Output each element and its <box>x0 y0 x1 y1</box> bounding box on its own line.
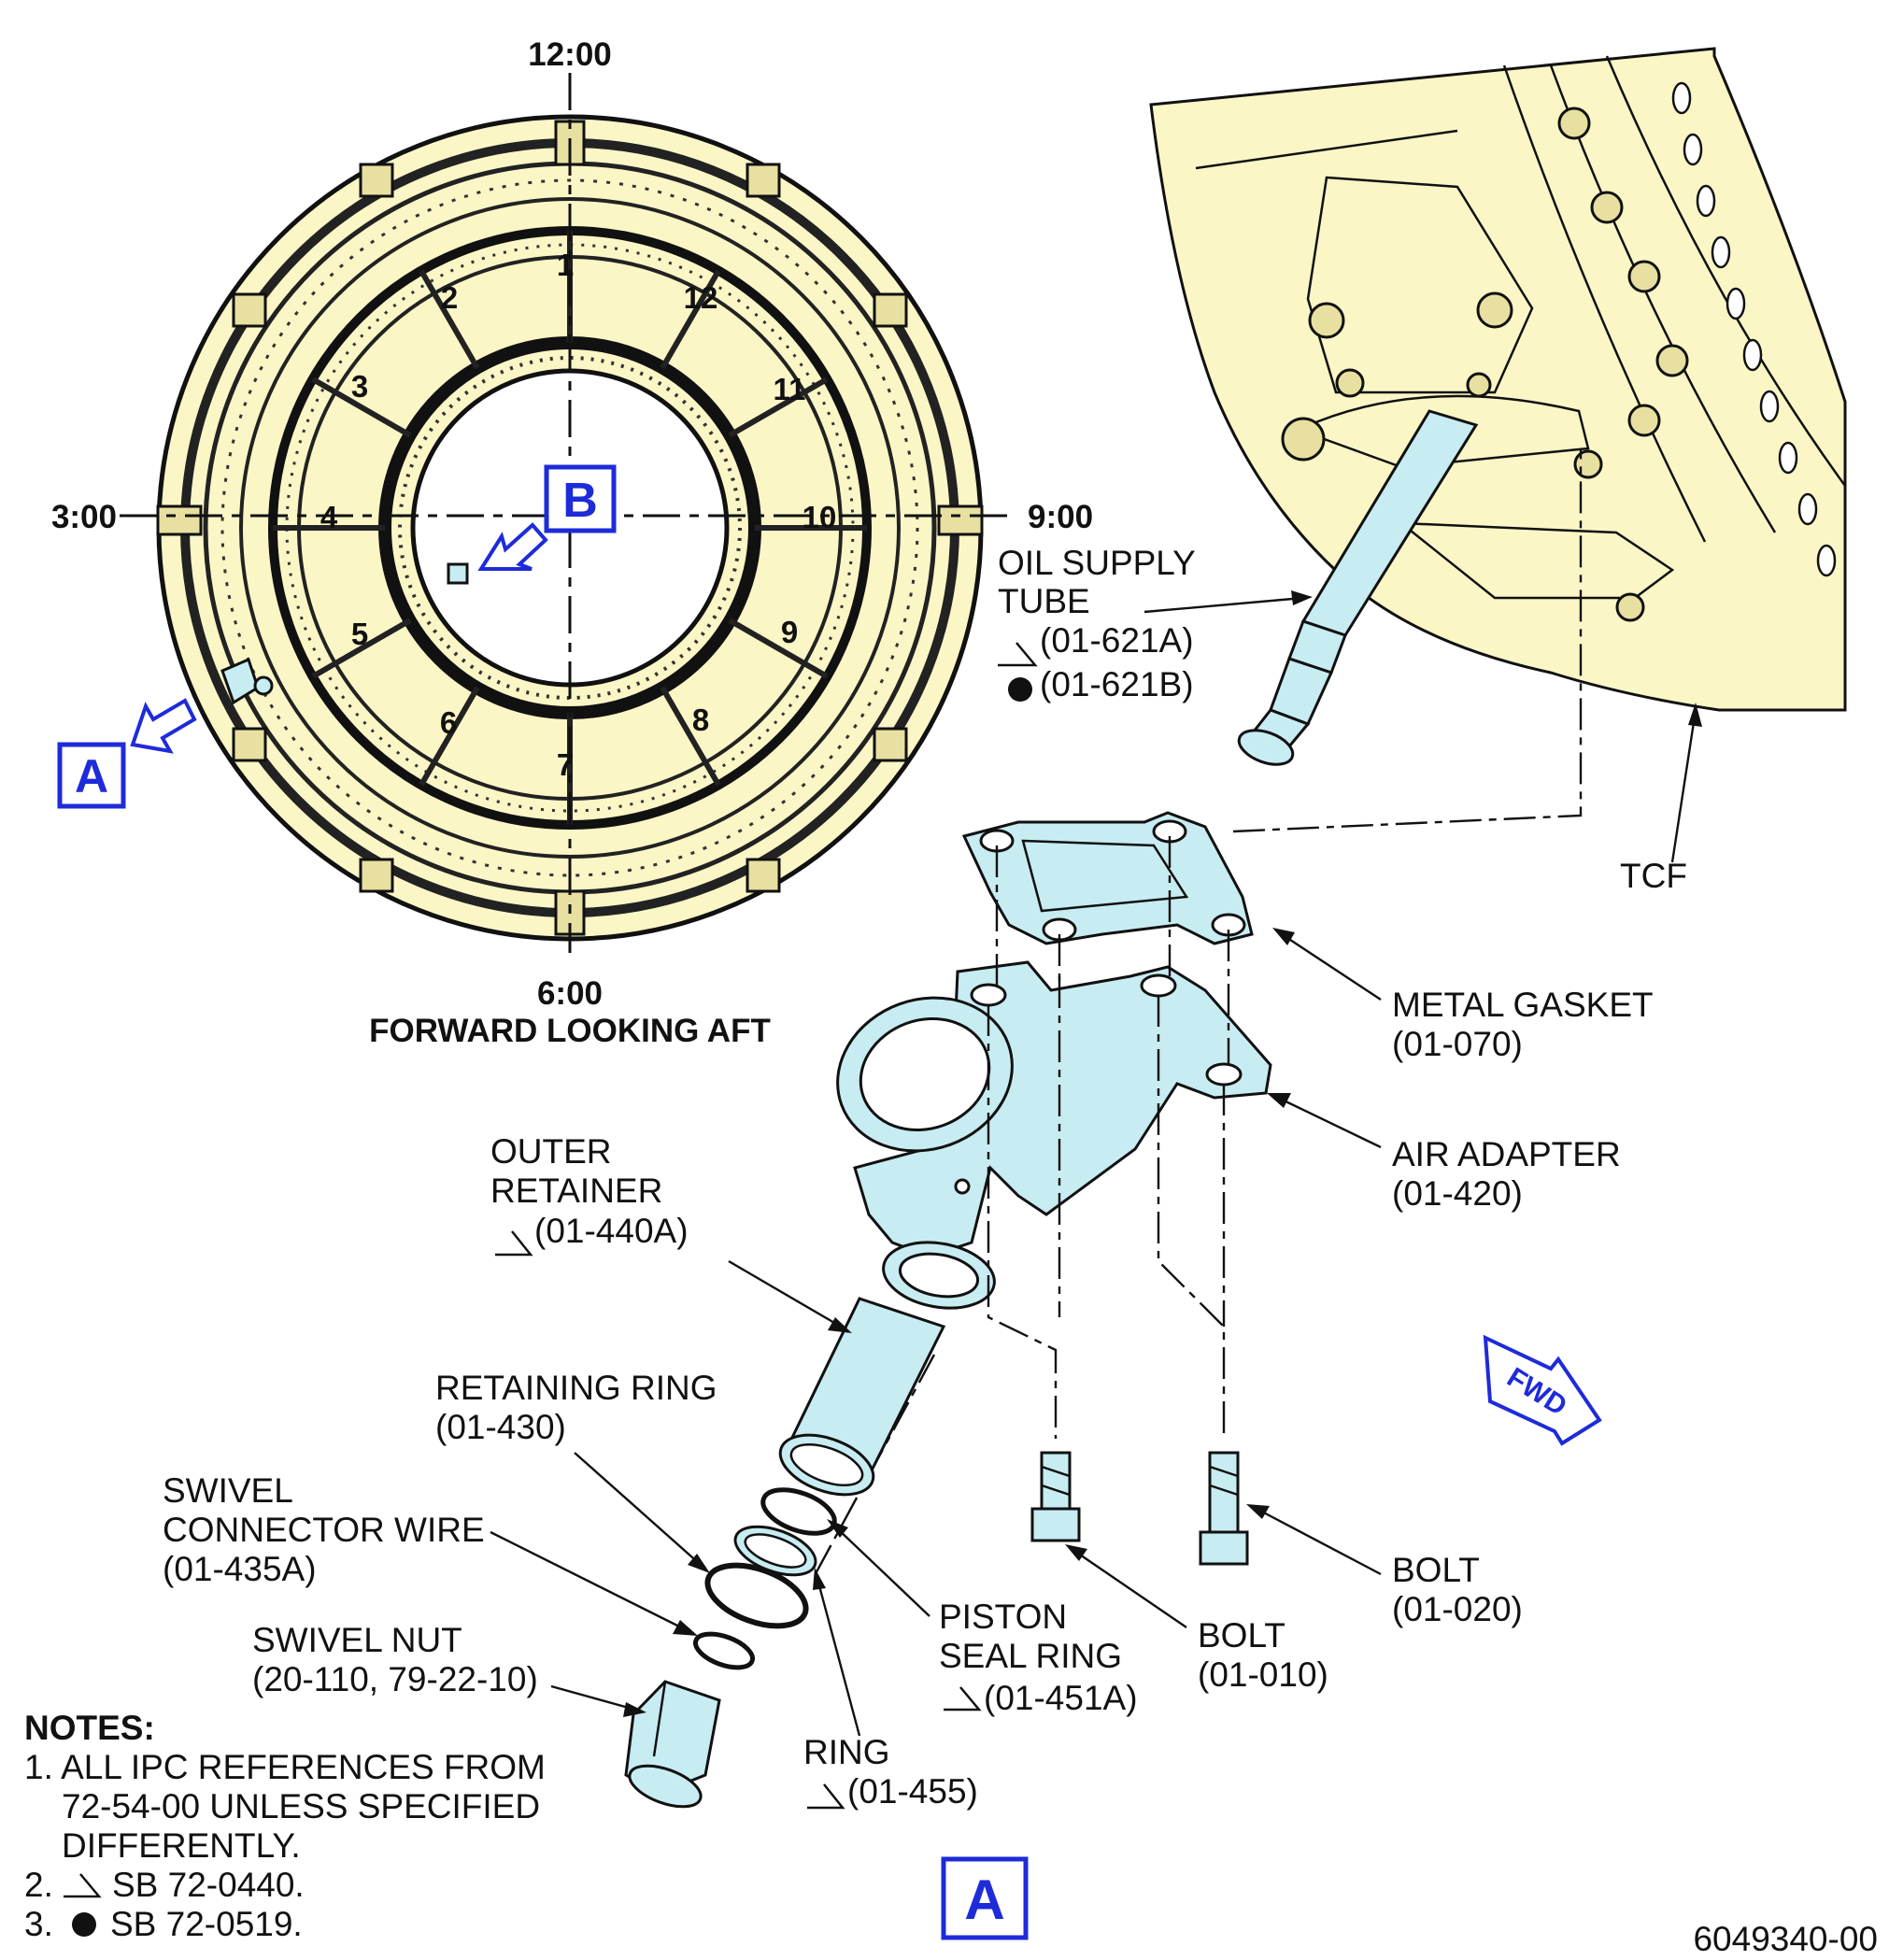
view-b-arrow-icon <box>477 522 548 571</box>
view-caption: FORWARD LOOKING AFT <box>369 1013 771 1049</box>
vane-number-6: 6 <box>440 705 457 740</box>
vane-number-7: 7 <box>557 747 574 782</box>
notes-heading: NOTES: <box>24 1709 155 1747</box>
swivel-connector-wire-label-line2: CONNECTOR WIRE <box>163 1511 485 1549</box>
swivel-nut-ref: (20-110, 79-22-10) <box>252 1660 538 1698</box>
oil-supply-tube-label-line2: TUBE <box>998 582 1090 620</box>
retaining-ring <box>704 1562 809 1629</box>
vane-number-1: 1 <box>557 248 574 282</box>
sb-0519-symbol-icon <box>1008 677 1032 702</box>
oil-supply-tube-label-line1: OIL SUPPLY <box>998 544 1196 582</box>
bolt-01-020-ref: (01-020) <box>1392 1590 1523 1628</box>
swivel-connector-wire <box>692 1631 756 1670</box>
outer-retainer <box>778 1297 946 1497</box>
detail-a-title-label: A <box>964 1868 1004 1931</box>
note-1-line2: 72-54-00 UNLESS SPECIFIED <box>62 1787 540 1825</box>
air-adapter-label: AIR ADAPTER <box>1392 1135 1621 1173</box>
vane-number-10: 10 <box>802 500 837 534</box>
view-b-marker-label: B <box>562 474 598 528</box>
metal-gasket <box>961 811 1254 945</box>
note-2-number: 2. <box>24 1866 53 1904</box>
note-2-text: SB 72-0440. <box>112 1866 305 1904</box>
tcf-label: TCF <box>1620 857 1687 895</box>
tcf-structure <box>1149 47 1847 712</box>
clock-label-12: 12:00 <box>528 36 612 73</box>
oil-supply-tube <box>1237 409 1479 766</box>
sb-0519-symbol-icon-2 <box>72 1912 96 1937</box>
bolt-01-010-label: BOLT <box>1198 1616 1285 1655</box>
piston-seal-ring-label-line2: SEAL RING <box>939 1637 1122 1675</box>
view-a-marker[interactable]: A <box>57 742 126 809</box>
bolt-01-010-ref: (01-010) <box>1198 1655 1328 1694</box>
swivel-nut-label: SWIVEL NUT <box>252 1621 462 1659</box>
air-adapter-ref: (01-420) <box>1392 1174 1523 1213</box>
detail-a-title: A <box>941 1856 1029 1940</box>
sb-0440-symbol-icon-5 <box>64 1873 102 1898</box>
bolt-01-010 <box>1030 1451 1081 1542</box>
clock-label-6: 6:00 <box>537 975 603 1012</box>
outer-retainer-label-line1: OUTER <box>490 1132 612 1171</box>
bolt-01-020-label: BOLT <box>1392 1551 1480 1589</box>
vane-number-12: 12 <box>684 280 718 315</box>
outer-retainer-label-line2: RETAINER <box>490 1172 662 1210</box>
swivel-connector-wire-label-line1: SWIVEL <box>163 1471 293 1510</box>
swivel-nut <box>624 1680 721 1809</box>
vane-number-5: 5 <box>351 617 368 651</box>
oil-supply-tube-ref-b: (01-621B) <box>1040 665 1194 703</box>
ring-label: RING <box>803 1733 890 1771</box>
note-3-text: SB 72-0519. <box>110 1905 303 1943</box>
piston-seal-ring-ref: (01-451A) <box>984 1679 1138 1717</box>
vane-number-8: 8 <box>692 703 709 737</box>
sb-0440-symbol-icon <box>998 642 1038 667</box>
sb-0440-symbol-icon-3 <box>944 1686 982 1711</box>
piston-seal-ring-label-line1: PISTON <box>939 1598 1067 1636</box>
air-adapter <box>836 960 1272 1310</box>
oil-supply-tube-ref-a: (01-621A) <box>1040 621 1194 660</box>
bolt-01-020 <box>1199 1451 1249 1566</box>
clock-label-3: 3:00 <box>51 499 117 535</box>
retaining-ring-label: RETAINING RING <box>435 1369 717 1407</box>
view-b-marker[interactable]: B <box>544 464 617 533</box>
retaining-ring-ref: (01-430) <box>435 1408 566 1446</box>
metal-gasket-label: METAL GASKET <box>1392 986 1654 1024</box>
note-1-line3: DIFFERENTLY. <box>62 1826 301 1865</box>
note-3-number: 3. <box>24 1905 53 1943</box>
vane-number-3: 3 <box>351 369 368 404</box>
ring-ref: (01-455) <box>847 1772 978 1811</box>
metal-gasket-ref: (01-070) <box>1392 1025 1523 1063</box>
view-a-arrow-icon <box>130 698 197 754</box>
clock-label-9: 9:00 <box>1028 499 1093 535</box>
sb-0440-symbol-icon-2 <box>495 1230 533 1257</box>
swivel-connector-wire-ref: (01-435A) <box>163 1550 317 1588</box>
view-a-marker-label: A <box>75 750 108 802</box>
note-1-line1: 1. ALL IPC REFERENCES FROM <box>24 1748 546 1786</box>
vane-number-9: 9 <box>781 615 798 649</box>
vane-number-2: 2 <box>441 280 458 315</box>
vane-number-11: 11 <box>774 372 806 406</box>
outer-retainer-ref: (01-440A) <box>534 1212 689 1250</box>
figure-number: 6049340-00 <box>1693 1920 1878 1958</box>
fwd-arrow-icon: FWD <box>1483 1334 1602 1446</box>
sb-0440-symbol-icon-4 <box>807 1783 845 1810</box>
vane-number-4: 4 <box>320 500 338 534</box>
